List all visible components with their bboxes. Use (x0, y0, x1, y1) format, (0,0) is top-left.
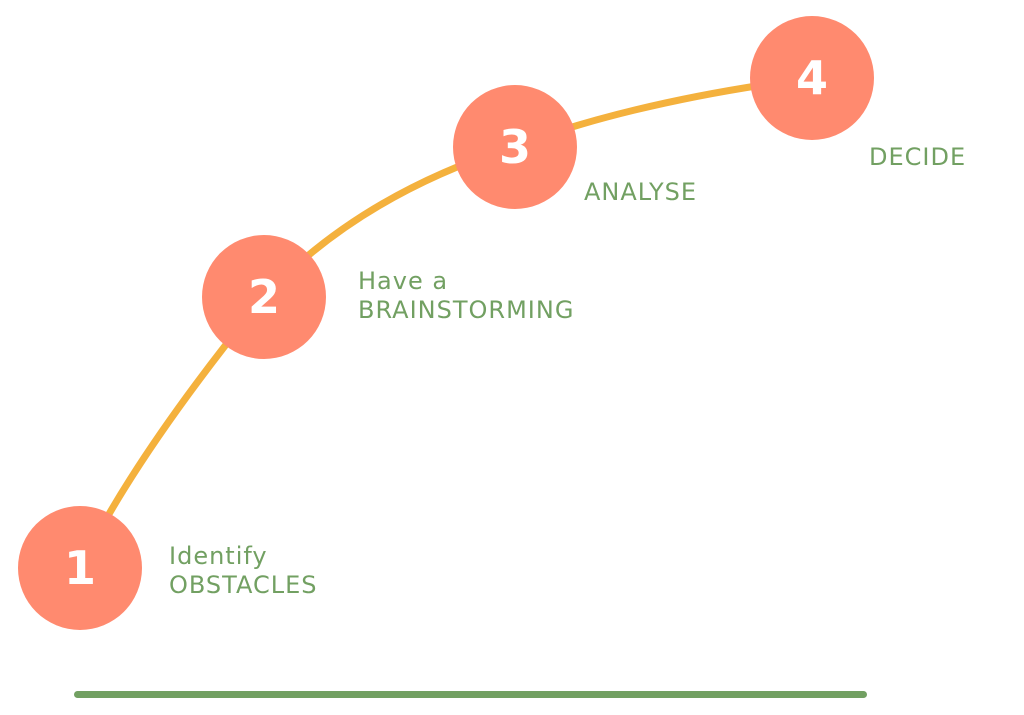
step-2-label-line1: Have a (358, 267, 449, 295)
step-4-circle: 4 (750, 16, 874, 140)
step-1-circle: 1 (18, 506, 142, 630)
step-1-label-line2: OBSTACLES (169, 571, 318, 599)
step-4-label-line2: DECIDE (869, 143, 967, 171)
step-1-label: Identify OBSTACLES (169, 542, 318, 600)
progress-curve (76, 74, 816, 572)
step-2-label: Have a BRAINSTORMING (358, 267, 574, 325)
step-2-number: 2 (247, 270, 280, 324)
step-3-number: 3 (498, 120, 531, 174)
step-4-number: 4 (795, 51, 828, 105)
step-3-label-line2: ANALYSE (584, 178, 698, 206)
step-3-circle: 3 (453, 85, 577, 209)
step-3-label: ANALYSE (584, 178, 697, 207)
step-1-label-line1: Identify (169, 542, 268, 570)
step-1-number: 1 (63, 541, 96, 595)
baseline-divider (74, 691, 867, 698)
step-4-label: DECIDE (869, 143, 966, 172)
step-2-circle: 2 (202, 235, 326, 359)
step-2-label-line2: BRAINSTORMING (358, 296, 575, 324)
